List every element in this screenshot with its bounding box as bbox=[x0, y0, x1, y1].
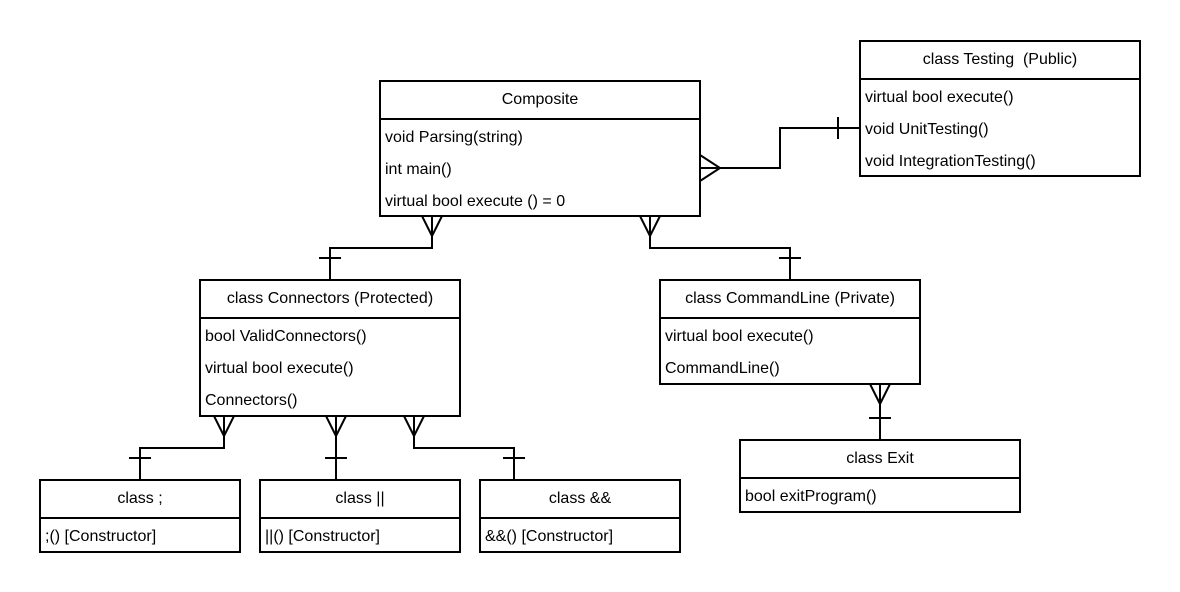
class-title: class Exit bbox=[741, 441, 1019, 479]
class-title: Composite bbox=[381, 82, 699, 120]
connector-connectors-semicolon bbox=[139, 416, 225, 480]
class-member: virtual bool execute() bbox=[665, 328, 814, 345]
class-member: bool exitProgram() bbox=[745, 488, 877, 505]
class-box-and[interactable]: class && &&() [Constructor] bbox=[479, 479, 681, 553]
class-box-exit[interactable]: class Exit bool exitProgram() bbox=[739, 439, 1021, 513]
crowfoot-connectors-semicolon bbox=[213, 415, 235, 439]
connector-connectors-and bbox=[413, 416, 515, 480]
crowfoot-commandline-exit bbox=[869, 383, 891, 407]
crowfoot-composite-connectors bbox=[421, 215, 443, 239]
class-box-testing[interactable]: class Testing (Public) virtual bool exec… bbox=[859, 40, 1141, 177]
class-title: class ; bbox=[41, 481, 239, 519]
class-member: virtual bool execute() bbox=[205, 360, 354, 377]
class-member: CommandLine() bbox=[665, 360, 780, 377]
class-box-connectors[interactable]: class Connectors (Protected) bool ValidC… bbox=[199, 279, 461, 417]
class-member: void UnitTesting() bbox=[865, 121, 989, 138]
class-member: bool ValidConnectors() bbox=[205, 328, 367, 345]
class-title: class Connectors (Protected) bbox=[201, 281, 459, 319]
class-title: class || bbox=[261, 481, 459, 519]
class-title: class && bbox=[481, 481, 679, 519]
class-member: ;() [Constructor] bbox=[45, 528, 157, 545]
class-box-semicolon[interactable]: class ; ;() [Constructor] bbox=[39, 479, 241, 553]
class-box-composite[interactable]: Composite void Parsing(string) int main(… bbox=[379, 80, 701, 217]
connector-composite-commandline bbox=[649, 216, 791, 280]
crowfoot-connectors-or bbox=[325, 415, 347, 439]
class-box-commandline[interactable]: class CommandLine (Private) virtual bool… bbox=[659, 279, 921, 385]
class-member: void Parsing(string) bbox=[385, 129, 523, 146]
class-member: &&() [Constructor] bbox=[485, 528, 614, 545]
connector-composite-testing bbox=[700, 127, 860, 169]
class-member: virtual bool execute () = 0 bbox=[385, 193, 566, 210]
class-member: virtual bool execute() bbox=[865, 89, 1014, 106]
class-title: class CommandLine (Private) bbox=[661, 281, 919, 319]
class-title: class Testing (Public) bbox=[861, 42, 1139, 80]
class-member: void IntegrationTesting() bbox=[865, 153, 1036, 170]
crowfoot-composite-commandline bbox=[639, 215, 661, 239]
crowfoot-connectors-and bbox=[403, 415, 425, 439]
class-member: ||() [Constructor] bbox=[265, 528, 380, 545]
class-box-or[interactable]: class || ||() [Constructor] bbox=[259, 479, 461, 553]
crowfoot-composite-testing bbox=[699, 154, 722, 182]
class-member: Connectors() bbox=[205, 392, 298, 409]
class-member: int main() bbox=[385, 161, 452, 178]
connector-composite-connectors bbox=[329, 216, 433, 280]
